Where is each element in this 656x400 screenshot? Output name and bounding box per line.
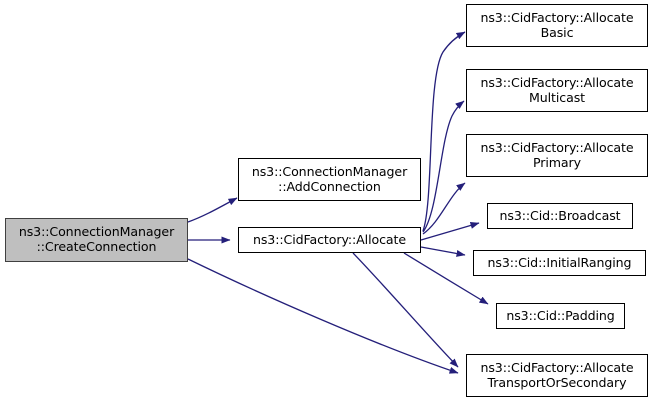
node-allocate-basic[interactable]: ns3::CidFactory::Allocate Basic (466, 4, 648, 47)
node-label-allocate-transport-or-secondary: ns3::CidFactory::Allocate TransportOrSec… (480, 359, 634, 390)
node-label-create-connection: ns3::ConnectionManager ::CreateConnectio… (18, 224, 175, 254)
node-label-cid-broadcast: ns3::Cid::Broadcast (499, 207, 621, 223)
node-label-cidfactory-allocate: ns3::CidFactory::Allocate (252, 231, 407, 247)
edge-create-connection-to-add-connection (187, 197, 238, 223)
edge-cidfactory-allocate-to-cid-initialranging (420, 246, 466, 257)
node-label-add-connection: ns3::ConnectionManager ::AddConnection (251, 163, 408, 194)
node-allocate-transport-or-secondary[interactable]: ns3::CidFactory::Allocate TransportOrSec… (466, 354, 648, 397)
node-cid-broadcast[interactable]: ns3::Cid::Broadcast (487, 203, 633, 229)
node-add-connection[interactable]: ns3::ConnectionManager ::AddConnection (238, 158, 421, 201)
node-allocate-primary[interactable]: ns3::CidFactory::Allocate Primary (466, 134, 648, 177)
edge-cidfactory-allocate-to-cid-broadcast (420, 222, 480, 241)
node-label-allocate-primary: ns3::CidFactory::Allocate Primary (480, 139, 634, 170)
node-cid-padding[interactable]: ns3::Cid::Padding (496, 303, 625, 329)
node-allocate-multicast[interactable]: ns3::CidFactory::Allocate Multicast (466, 69, 648, 112)
node-create-connection[interactable]: ns3::ConnectionManager ::CreateConnectio… (5, 218, 188, 262)
edge-cidfactory-allocate-to-allocate-basic (422, 31, 466, 232)
node-label-cid-initialranging: ns3::Cid::InitialRanging (487, 254, 632, 270)
edge-cidfactory-allocate-to-allocate-multicast (422, 100, 465, 233)
node-label-allocate-multicast: ns3::CidFactory::Allocate Multicast (480, 74, 634, 105)
edge-paths (187, 31, 489, 374)
edge-cidfactory-allocate-to-allocate-transport-or-secondary (352, 252, 459, 368)
edge-create-connection-to-allocate-transport-or-secondary (187, 258, 459, 374)
node-cidfactory-allocate[interactable]: ns3::CidFactory::Allocate (238, 227, 421, 253)
edge-cidfactory-allocate-to-allocate-primary (422, 182, 466, 235)
node-label-cid-padding: ns3::Cid::Padding (506, 307, 615, 323)
node-label-allocate-basic: ns3::CidFactory::Allocate Basic (480, 9, 634, 40)
node-cid-initialranging[interactable]: ns3::Cid::InitialRanging (473, 250, 646, 276)
